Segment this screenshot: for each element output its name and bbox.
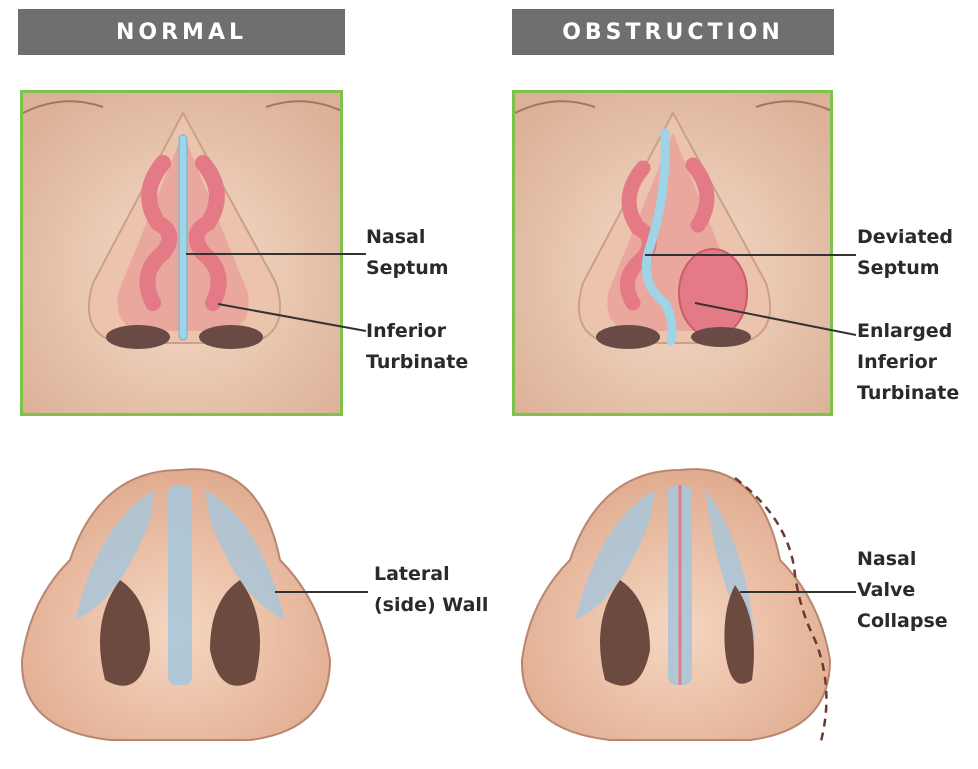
lateral-wall-label: Lateral(side) Wall: [374, 559, 488, 621]
enlarged-turbinate-pointer: [695, 303, 856, 335]
obstruction-nose-underside-illustration: [522, 469, 830, 745]
inferior-turbinate-pointer: [218, 304, 366, 331]
normal-nose-underside-illustration: [22, 469, 330, 740]
